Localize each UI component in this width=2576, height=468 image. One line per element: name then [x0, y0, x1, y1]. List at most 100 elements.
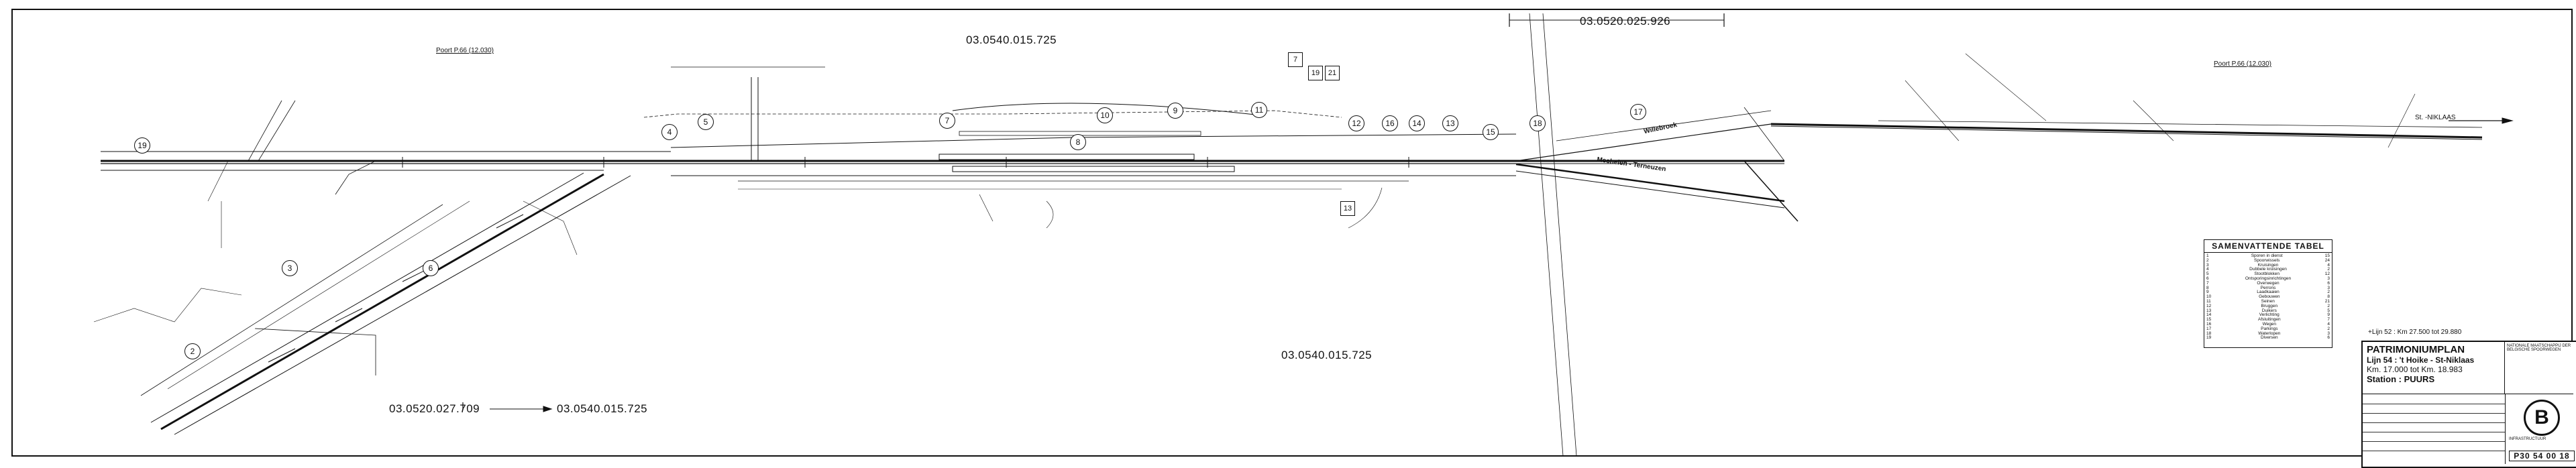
- summary-cell-label: Kruisingen: [2257, 262, 2279, 268]
- summary-cell-label: Dubbele kruisingen: [2249, 267, 2287, 272]
- bubble-10: 10: [1097, 107, 1113, 123]
- bubble-6: 6: [423, 260, 439, 276]
- summary-row: 4 Dubbele kruisingen 2: [2206, 268, 2330, 272]
- summary-cell-label: Afsluitingen: [2258, 317, 2281, 323]
- drawing-code-bottom-center: 03.0540.015.725: [1281, 349, 1373, 361]
- drawing-code-bottom-left-a: 03.0520.027.709: [389, 402, 480, 415]
- summary-cell-label: Verlichting: [2259, 312, 2279, 318]
- title-block-side: NATIONALE MAATSCHAPPIJ DER BELGISCHE SPO…: [2505, 342, 2573, 394]
- summary-cell-v: 12: [2324, 272, 2330, 277]
- summary-cell-v: 2: [2327, 267, 2330, 272]
- bubble-4: 4: [661, 124, 678, 140]
- summary-cell-n: 3: [2206, 262, 2209, 268]
- summary-cell-v: 9: [2327, 312, 2330, 318]
- summary-cell-v: 5: [2327, 308, 2330, 313]
- bubble-12: 12: [1348, 115, 1364, 131]
- drawing-number: P30 54 00 18: [2509, 451, 2575, 461]
- bubble-2: 2: [184, 343, 201, 359]
- square-tag-19: 19: [1308, 66, 1323, 80]
- summary-cell-n: 18: [2206, 331, 2212, 336]
- summary-cell-label: Overwegen: [2257, 280, 2279, 286]
- summary-cell-v: 15: [2324, 253, 2330, 258]
- summary-cell-label: Gebouwen: [2259, 294, 2280, 300]
- summary-cell-v: 24: [2324, 257, 2330, 263]
- summary-cell-v: 3: [2327, 285, 2330, 290]
- summary-cell-n: 14: [2206, 312, 2212, 318]
- summary-cell-n: 13: [2206, 308, 2212, 313]
- dimension-marks: [462, 13, 1725, 412]
- summary-cell-v: 21: [2324, 298, 2330, 304]
- summary-cell-label: Sporen in dienst: [2251, 253, 2283, 258]
- bubble-17: 17: [1630, 104, 1646, 120]
- title-block-main: PATRIMONIUMPLAN Lijn 54 : 't Hoike - St-…: [2363, 342, 2505, 394]
- bubble-16: 16: [1382, 115, 1398, 131]
- summary-cell-n: 16: [2206, 321, 2212, 327]
- summary-cell-n: 2: [2206, 257, 2209, 263]
- square-tag-13: 13: [1340, 201, 1355, 216]
- station-name: Station : PUURS: [2367, 374, 2435, 384]
- summary-row: 12 Bruggen 2: [2206, 304, 2330, 309]
- bubble-11: 11: [1251, 102, 1267, 118]
- summary-cell-n: 12: [2206, 303, 2212, 308]
- branch-track-lower-left: [93, 160, 631, 435]
- bubble-19: 19: [134, 137, 150, 154]
- summary-cell-v: 7: [2327, 317, 2330, 323]
- summary-cell-n: 10: [2206, 294, 2212, 300]
- summary-cell-n: 6: [2206, 276, 2209, 281]
- summary-row: 3 Kruisingen 4: [2206, 262, 2330, 268]
- title-block: PATRIMONIUMPLAN Lijn 54 : 't Hoike - St-…: [2361, 341, 2576, 468]
- main-track-right: [979, 13, 2514, 457]
- drawing-code-bottom-left-b: 03.0540.015.725: [557, 402, 648, 415]
- bubble-15: 15: [1483, 124, 1499, 140]
- summary-cell-label: Waterlopen: [2258, 331, 2281, 336]
- bubble-8: 8: [1070, 134, 1086, 150]
- summary-cell-v: 2: [2327, 303, 2330, 308]
- summary-cell-v: 8: [2327, 294, 2330, 300]
- bubble-7: 7: [939, 113, 955, 129]
- summary-cell-n: 8: [2206, 285, 2209, 290]
- summary-cell-label: Parkings: [2261, 326, 2278, 331]
- organization-name: INFRASTRUCTUUR: [2509, 437, 2546, 441]
- summary-cell-label: Bruggen: [2261, 303, 2278, 308]
- summary-cell-v: 6: [2327, 280, 2330, 286]
- bubble-18: 18: [1529, 115, 1546, 131]
- sncb-logo: B: [2524, 400, 2560, 436]
- summary-cell-label: Seinen: [2261, 298, 2275, 304]
- summary-cell-n: 9: [2206, 290, 2209, 295]
- bubble-3: 3: [282, 260, 298, 276]
- square-tag-21: 21: [1325, 66, 1340, 80]
- drawing-code-top-right: 03.0520.025.926: [1580, 15, 1671, 27]
- line-description: Lijn 54 : 't Hoike - St-Niklaas: [2367, 355, 2475, 365]
- poort-label-left: Poort P.66 (12.030): [436, 47, 494, 54]
- kmr-note: +Lijn 52 : Km 27.500 tot 29.880: [2368, 329, 2462, 336]
- summary-cell-n: 4: [2206, 267, 2209, 272]
- summary-row: 14 Verlichting 9: [2206, 313, 2330, 318]
- bubble-5: 5: [698, 114, 714, 130]
- summary-cell-v: 6: [2327, 335, 2330, 341]
- summary-row: 11 Seinen 21: [2206, 298, 2330, 304]
- km-range: Km. 17.000 tot Km. 18.983: [2367, 365, 2463, 374]
- summary-cell-v: 2: [2327, 290, 2330, 295]
- summary-row: 1 Sporen in dienst 15: [2206, 253, 2330, 259]
- summary-row: 10 Gebouwen 8: [2206, 294, 2330, 300]
- summary-cell-v: 4: [2327, 262, 2330, 268]
- summary-cell-n: 11: [2206, 298, 2211, 304]
- revision-grid: [2363, 394, 2506, 464]
- direction-label: St. -NIKLAAS: [2415, 114, 2456, 121]
- summary-cell-label: Wegen: [2262, 321, 2277, 327]
- summary-cell-n: 1: [2206, 253, 2209, 258]
- summary-cell-v: 2: [2327, 326, 2330, 331]
